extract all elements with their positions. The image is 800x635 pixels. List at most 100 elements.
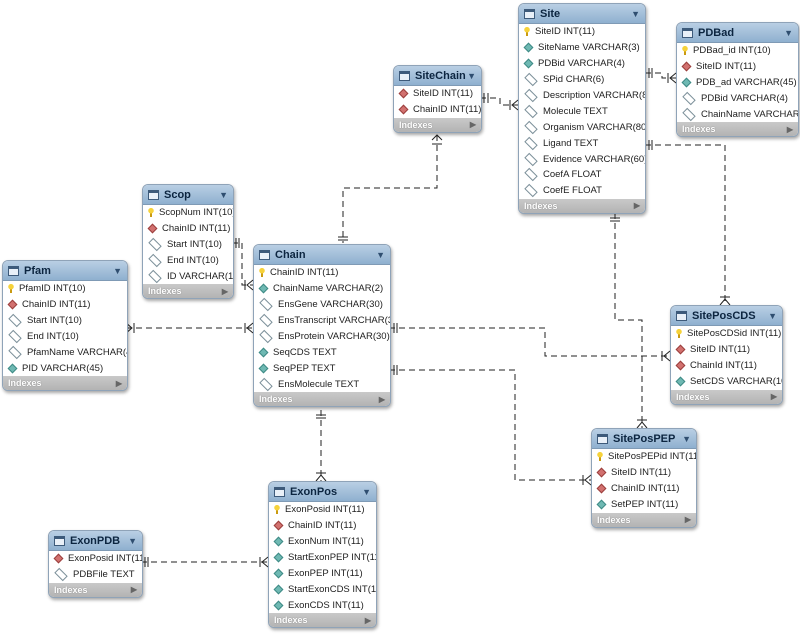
table-chain[interactable]: Chain▼ChainID INT(11)ChainName VARCHAR(2… bbox=[253, 244, 391, 408]
collapse-arrow-icon[interactable]: ▼ bbox=[631, 8, 640, 19]
table-sitepospep[interactable]: SitePosPEP▼SitePosPEPid INT(11)SiteID IN… bbox=[591, 428, 697, 528]
column-row[interactable]: SPid CHAR(6) bbox=[519, 72, 645, 88]
expand-arrow-icon[interactable]: ▶ bbox=[130, 585, 137, 595]
table-header[interactable]: ExonPos▼ bbox=[269, 482, 376, 502]
table-header[interactable]: PDBad▼ bbox=[677, 23, 798, 43]
column-row[interactable]: SeqPEP TEXT bbox=[254, 360, 390, 376]
column-row[interactable]: SiteName VARCHAR(3) bbox=[519, 40, 645, 56]
column-row[interactable]: SitePosCDSid INT(11) bbox=[671, 326, 782, 342]
column-row[interactable]: SiteID INT(11) bbox=[519, 24, 645, 40]
collapse-arrow-icon[interactable]: ▼ bbox=[128, 535, 137, 546]
table-sitechain[interactable]: SiteChain▼SiteID INT(11)ChainID INT(11)I… bbox=[393, 65, 482, 133]
column-row[interactable]: PID VARCHAR(45) bbox=[3, 360, 127, 376]
table-header[interactable]: Site▼ bbox=[519, 4, 645, 24]
column-row[interactable]: Description VARCHAR(80) bbox=[519, 88, 645, 104]
table-exonpos[interactable]: ExonPos▼ExonPosid INT(11)ChainID INT(11)… bbox=[268, 481, 377, 629]
column-row[interactable]: PfamID INT(10) bbox=[3, 281, 127, 297]
expand-arrow-icon[interactable]: ▶ bbox=[684, 515, 691, 525]
indexes-footer[interactable]: Indexes▶ bbox=[269, 613, 376, 628]
table-header[interactable]: Scop▼ bbox=[143, 185, 233, 205]
column-row[interactable]: PDBFile TEXT bbox=[49, 567, 142, 583]
collapse-arrow-icon[interactable]: ▼ bbox=[376, 249, 385, 260]
column-row[interactable]: EnsMolecule TEXT bbox=[254, 376, 390, 392]
collapse-arrow-icon[interactable]: ▼ bbox=[219, 189, 228, 200]
column-row[interactable]: Molecule TEXT bbox=[519, 103, 645, 119]
column-row[interactable]: Evidence VARCHAR(60) bbox=[519, 151, 645, 167]
collapse-arrow-icon[interactable]: ▼ bbox=[784, 27, 793, 38]
column-row[interactable]: ChainID INT(11) bbox=[143, 221, 233, 237]
table-header[interactable]: ExonPDB▼ bbox=[49, 531, 142, 551]
column-row[interactable]: StartExonCDS INT(11) bbox=[269, 581, 376, 597]
column-row[interactable]: SeqCDS TEXT bbox=[254, 344, 390, 360]
collapse-arrow-icon[interactable]: ▼ bbox=[362, 486, 371, 497]
column-row[interactable]: SetCDS VARCHAR(10) bbox=[671, 374, 782, 390]
column-row[interactable]: ScopNum INT(10) bbox=[143, 205, 233, 221]
indexes-footer[interactable]: Indexes▶ bbox=[519, 198, 645, 213]
indexes-footer[interactable]: Indexes▶ bbox=[677, 122, 798, 137]
table-pdbad[interactable]: PDBad▼PDBad_id INT(10)SiteID INT(11)PDB_… bbox=[676, 22, 799, 138]
column-row[interactable]: SetPEP INT(11) bbox=[592, 497, 696, 513]
collapse-arrow-icon[interactable]: ▼ bbox=[113, 265, 122, 276]
column-row[interactable]: StartExonPEP INT(11) bbox=[269, 550, 376, 566]
column-row[interactable]: SiteID INT(11) bbox=[394, 86, 481, 102]
indexes-footer[interactable]: Indexes▶ bbox=[49, 582, 142, 597]
column-row[interactable]: End INT(10) bbox=[143, 253, 233, 269]
column-row[interactable]: SiteID INT(11) bbox=[592, 465, 696, 481]
indexes-footer[interactable]: Indexes▶ bbox=[3, 376, 127, 391]
column-row[interactable]: ExonPosid INT(11) bbox=[49, 551, 142, 567]
column-row[interactable]: ChainName VARCHAR(2) bbox=[254, 281, 390, 297]
column-row[interactable]: EnsGene VARCHAR(30) bbox=[254, 297, 390, 313]
collapse-arrow-icon[interactable]: ▼ bbox=[682, 433, 691, 444]
column-row[interactable]: SitePosPEPid INT(11) bbox=[592, 449, 696, 465]
column-row[interactable]: Start INT(10) bbox=[143, 237, 233, 253]
column-row[interactable]: PDBid VARCHAR(4) bbox=[519, 56, 645, 72]
column-row[interactable]: ExonNum INT(11) bbox=[269, 534, 376, 550]
column-row[interactable]: Start INT(10) bbox=[3, 313, 127, 329]
column-row[interactable]: ExonPosid INT(11) bbox=[269, 502, 376, 518]
column-row[interactable]: SiteID INT(11) bbox=[671, 342, 782, 358]
expand-arrow-icon[interactable]: ▶ bbox=[364, 615, 371, 625]
expand-arrow-icon[interactable]: ▶ bbox=[115, 378, 122, 388]
column-row[interactable]: EnsProtein VARCHAR(30) bbox=[254, 329, 390, 345]
column-row[interactable]: PfamName VARCHAR(45) bbox=[3, 345, 127, 361]
expand-arrow-icon[interactable]: ▶ bbox=[786, 124, 793, 134]
column-row[interactable]: ExonCDS INT(11) bbox=[269, 597, 376, 613]
indexes-footer[interactable]: Indexes▶ bbox=[671, 389, 782, 404]
column-row[interactable]: ChainId INT(11) bbox=[671, 358, 782, 374]
column-row[interactable]: SiteID INT(11) bbox=[677, 59, 798, 75]
table-header[interactable]: Chain▼ bbox=[254, 245, 390, 265]
column-row[interactable]: ChainID INT(11) bbox=[3, 297, 127, 313]
table-scop[interactable]: Scop▼ScopNum INT(10)ChainID INT(11)Start… bbox=[142, 184, 234, 300]
column-row[interactable]: End INT(10) bbox=[3, 329, 127, 345]
collapse-arrow-icon[interactable]: ▼ bbox=[467, 70, 476, 81]
table-site[interactable]: Site▼SiteID INT(11)SiteName VARCHAR(3)PD… bbox=[518, 3, 646, 214]
indexes-footer[interactable]: Indexes▶ bbox=[592, 512, 696, 527]
column-row[interactable]: EnsTranscript VARCHAR(30) bbox=[254, 313, 390, 329]
column-row[interactable]: ChainID INT(11) bbox=[394, 102, 481, 118]
indexes-footer[interactable]: Indexes▶ bbox=[143, 284, 233, 299]
expand-arrow-icon[interactable]: ▶ bbox=[221, 286, 228, 296]
table-header[interactable]: Pfam▼ bbox=[3, 261, 127, 281]
column-row[interactable]: Organism VARCHAR(80) bbox=[519, 119, 645, 135]
indexes-footer[interactable]: Indexes▶ bbox=[254, 392, 390, 407]
expand-arrow-icon[interactable]: ▶ bbox=[378, 394, 385, 404]
table-header[interactable]: SitePosCDS▼ bbox=[671, 306, 782, 326]
column-row[interactable]: PDBid VARCHAR(4) bbox=[677, 91, 798, 107]
column-row[interactable]: CoefE FLOAT bbox=[519, 183, 645, 199]
column-row[interactable]: ChainID INT(11) bbox=[254, 265, 390, 281]
column-row[interactable]: ChainID INT(11) bbox=[269, 518, 376, 534]
column-row[interactable]: Ligand TEXT bbox=[519, 135, 645, 151]
table-header[interactable]: SitePosPEP▼ bbox=[592, 429, 696, 449]
column-row[interactable]: ExonPEP INT(11) bbox=[269, 566, 376, 582]
table-siteposcds[interactable]: SitePosCDS▼SitePosCDSid INT(11)SiteID IN… bbox=[670, 305, 783, 405]
table-header[interactable]: SiteChain▼ bbox=[394, 66, 481, 86]
column-row[interactable]: CoefA FLOAT bbox=[519, 167, 645, 183]
column-row[interactable]: ChainID INT(11) bbox=[592, 481, 696, 497]
table-pfam[interactable]: Pfam▼PfamID INT(10)ChainID INT(11)Start … bbox=[2, 260, 128, 392]
indexes-footer[interactable]: Indexes▶ bbox=[394, 117, 481, 132]
column-row[interactable]: PDBad_id INT(10) bbox=[677, 43, 798, 59]
expand-arrow-icon[interactable]: ▶ bbox=[469, 120, 476, 130]
expand-arrow-icon[interactable]: ▶ bbox=[633, 201, 640, 211]
expand-arrow-icon[interactable]: ▶ bbox=[770, 392, 777, 402]
